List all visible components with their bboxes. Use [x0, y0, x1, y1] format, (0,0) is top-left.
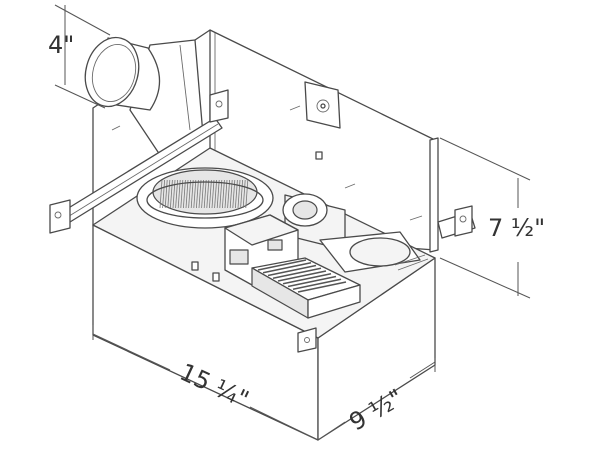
fan-blade: [162, 179, 165, 209]
duct-collar: [84, 36, 204, 156]
grille-bar: [262, 261, 312, 274]
fan-blade: [216, 179, 220, 209]
mounting-bracket-left: [49, 89, 229, 234]
fan-blade: [167, 179, 171, 209]
vent-grille: [251, 257, 361, 319]
fan-blade: [237, 179, 241, 209]
fan-blade: [203, 179, 207, 209]
fan-blade: [219, 179, 223, 209]
fan-blade: [159, 179, 163, 209]
fan-blade: [183, 179, 186, 209]
dimension-height: 7 ½": [439, 137, 545, 299]
grille-bar: [282, 272, 332, 285]
fan-blade: [214, 179, 217, 209]
duct-dimension-label: 4": [48, 31, 74, 59]
fan-blade: [193, 179, 197, 209]
fan-blade: [245, 179, 249, 209]
grille-bar: [292, 278, 342, 291]
grille-bar: [277, 270, 327, 282]
fan-blade: [198, 179, 202, 209]
fan-blade: [190, 179, 194, 209]
mounting-tab-bottom: [297, 327, 317, 353]
grille-bar: [257, 259, 307, 271]
fan-blade: [229, 179, 233, 209]
mounting-bracket-right: [429, 137, 476, 253]
grille-bar: [287, 275, 337, 288]
fan-blade: [240, 179, 243, 209]
fan-blade: [185, 179, 189, 209]
fan-blade: [188, 179, 191, 209]
fan-blade: [201, 179, 204, 209]
fan-blade: [222, 179, 225, 209]
fan-blade: [209, 179, 212, 209]
fan-blade: [180, 179, 184, 209]
grille-bar: [297, 281, 347, 293]
fan-blade: [196, 179, 199, 209]
fan-blade: [164, 179, 168, 209]
fan-blade: [177, 179, 181, 209]
dimension-duct: 4": [48, 4, 111, 109]
fan-blade: [224, 179, 228, 209]
fan-blade: [242, 179, 246, 209]
fan-wheel: [136, 167, 274, 229]
detail-marks: [111, 105, 423, 282]
fan-blade: [227, 179, 230, 209]
fan-blade: [206, 179, 210, 209]
grille-bar: [267, 264, 317, 277]
grille-bar: [272, 267, 322, 280]
knockout-plate: [304, 81, 341, 129]
fan-blade: [211, 179, 215, 209]
motor-assembly: [282, 193, 429, 273]
height-dimension-label: 7 ½": [488, 214, 545, 242]
